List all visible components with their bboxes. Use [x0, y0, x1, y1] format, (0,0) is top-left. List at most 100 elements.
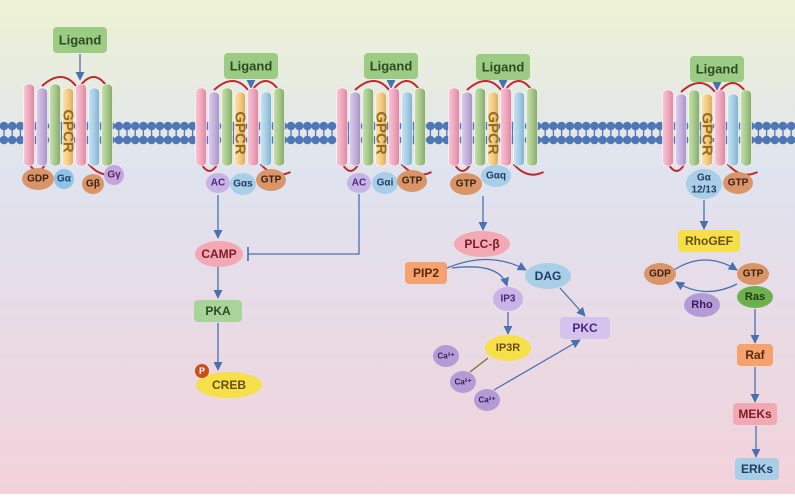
- lipid-head: [557, 135, 566, 145]
- g-alpha-q-label: Gαq: [486, 171, 506, 182]
- lipid-head: [319, 135, 329, 145]
- lipid-head: [762, 135, 771, 145]
- lipid-head: [303, 121, 312, 131]
- transmembrane-helix: [62, 87, 74, 167]
- extracellular-loop: [718, 82, 747, 93]
- ac-2: AC: [206, 173, 230, 193]
- transmembrane-helix: [500, 87, 512, 167]
- transmembrane-helix: [49, 83, 61, 167]
- lipid-head: [16, 135, 25, 145]
- dag-node: DAG: [525, 263, 571, 289]
- transmembrane-helix: [448, 87, 460, 167]
- transmembrane-helix: [23, 83, 35, 167]
- lipid-head: [590, 121, 599, 131]
- lipid-head: [549, 135, 558, 145]
- lipid-head: [639, 135, 648, 145]
- rhogef-node-shape: [678, 230, 740, 252]
- g-alpha-q-shape: [481, 165, 511, 187]
- gtp-4-shape: [450, 173, 482, 195]
- lipid-head: [139, 121, 148, 131]
- lipid-head: [434, 135, 443, 145]
- lipid-head: [319, 121, 329, 131]
- lipid-head: [565, 121, 575, 131]
- ligand-3-shape: [364, 53, 418, 79]
- calcium-2-label: Ca²⁺: [454, 378, 471, 387]
- transmembrane-helix: [401, 91, 413, 167]
- inhibit-ac-camp: [248, 194, 360, 255]
- transmembrane-helix: [336, 87, 348, 167]
- pka-node-label: PKA: [205, 304, 231, 318]
- transmembrane-helix: [474, 87, 486, 167]
- gpcr-receptor-2: GPCR: [195, 80, 291, 176]
- lipid-head: [598, 121, 607, 131]
- erks-node-label: ERKs: [741, 462, 773, 476]
- pka-node-shape: [194, 300, 242, 322]
- lipid-head: [786, 135, 795, 145]
- ac-2-shape: [206, 173, 230, 193]
- lipid-head: [180, 135, 189, 145]
- creb-node-shape: [196, 372, 262, 398]
- g-alpha-s-label: Gαs: [233, 179, 253, 190]
- lipid-head: [647, 135, 657, 145]
- pkc-node-shape: [560, 317, 610, 339]
- transmembrane-helix: [675, 93, 687, 167]
- ip3r-node-label: IP3R: [496, 342, 521, 354]
- lipid-head: [139, 135, 148, 145]
- plc-beta-node-label: PLC-β: [464, 237, 499, 251]
- lipid-head: [188, 121, 197, 131]
- transmembrane-helix: [526, 87, 538, 167]
- pip2-node-label: PIP2: [413, 266, 439, 280]
- extracellular-loop: [504, 80, 533, 91]
- lipid-head: [614, 121, 624, 131]
- dag-node-label: DAG: [535, 269, 562, 283]
- gtp-rho-label: GTP: [743, 269, 764, 280]
- rho-node-shape: [684, 293, 720, 317]
- lipid-head: [147, 121, 156, 131]
- lipid-head: [655, 121, 665, 131]
- gtp-5-label: GTP: [728, 178, 749, 189]
- lipid-head: [327, 121, 337, 131]
- meks-node: MEKs: [733, 403, 777, 425]
- lipid-head: [147, 135, 156, 145]
- gpcr-label: GPCR: [699, 112, 716, 156]
- lipid-head: [540, 121, 550, 131]
- erks-node-shape: [735, 458, 779, 480]
- pip2-node: PIP2: [405, 262, 447, 284]
- gtp-4: GTP: [450, 173, 482, 195]
- ac-3-label: AC: [352, 178, 366, 189]
- lipid-head: [557, 121, 566, 131]
- calcium-2: Ca²⁺: [450, 371, 476, 393]
- lipid-head: [762, 121, 771, 131]
- transmembrane-helix: [362, 87, 374, 167]
- ligand-5-shape: [690, 56, 744, 82]
- lipid-head: [573, 121, 583, 131]
- calcium-1-shape: [433, 345, 459, 367]
- lipid-head: [130, 121, 140, 131]
- rhogef-node-label: RhoGEF: [685, 234, 733, 248]
- arrow-pip2-dag: [446, 258, 527, 271]
- meks-node-shape: [733, 403, 777, 425]
- arrows-layer: [75, 54, 761, 458]
- raf-node-shape: [737, 344, 773, 366]
- transmembrane-helix: [701, 93, 713, 167]
- gdp-rho: GDP: [644, 263, 676, 285]
- lipid-head: [614, 135, 624, 145]
- gtp-3-label: GTP: [402, 176, 423, 187]
- lipid-head: [598, 135, 607, 145]
- arrow-pip2-ip3: [451, 266, 510, 287]
- ligand-5-label: Ligand: [696, 62, 739, 77]
- g-gamma-1-shape: [104, 165, 124, 185]
- extracellular-loop: [41, 76, 77, 87]
- transmembrane-helix: [101, 83, 113, 167]
- lipid-head: [286, 121, 296, 131]
- transmembrane-helix: [208, 91, 220, 167]
- ligand-4: Ligand: [476, 54, 530, 80]
- raf-node: Raf: [737, 344, 773, 366]
- transmembrane-helix: [349, 91, 361, 167]
- lipid-head: [581, 121, 591, 131]
- lipid-head: [778, 135, 788, 145]
